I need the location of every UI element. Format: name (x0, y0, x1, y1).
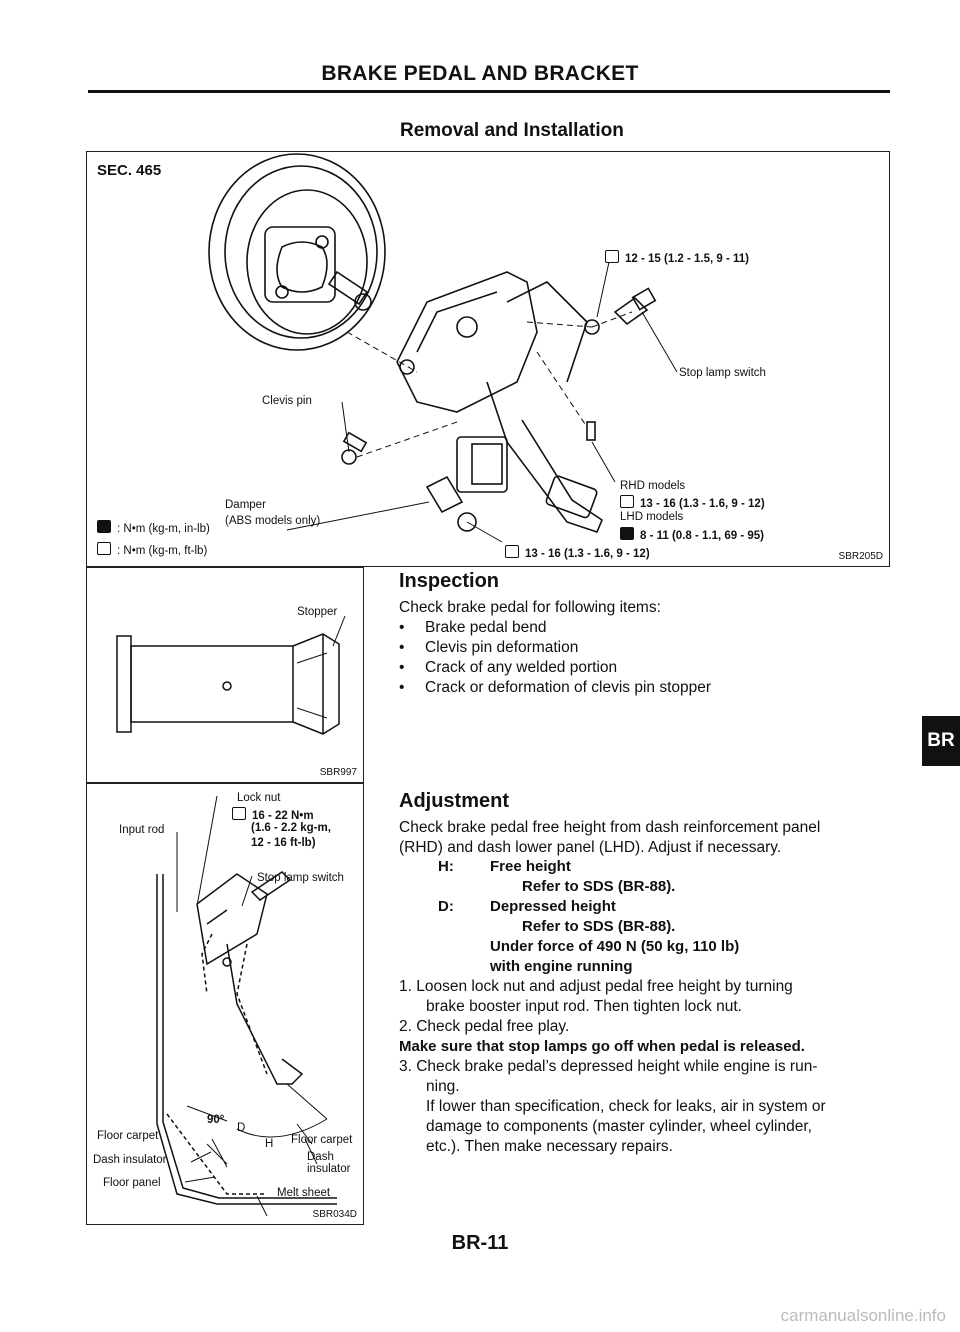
section-label: SEC. 465 (97, 162, 162, 179)
legend-ftlb: : N•m (kg-m, ft-lb) (97, 542, 207, 557)
figure-pedal-adjustment: Lock nut 16 - 22 N•m (1.6 - 2.2 kg-m, 12… (86, 783, 364, 1225)
step-3c: If lower than specification, check for l… (426, 1098, 826, 1115)
step-2: 2. Check pedal free play. (399, 1018, 570, 1035)
floor-carpet-right-label: Floor carpet (291, 1134, 353, 1146)
stop-lamp-switch-label: Stop lamp switch (257, 872, 344, 884)
legend-inlb: : N•m (kg-m, in-lb) (97, 520, 210, 535)
inspection-item: •Crack of any welded portion (399, 659, 618, 676)
inspection-item: •Crack or deformation of clevis pin stop… (399, 679, 712, 696)
torque-ftlb-icon (505, 545, 519, 558)
step-3a: 3. Check brake pedal’s depressed height … (399, 1058, 818, 1075)
step-3e: etc.). Then make necessary repairs. (426, 1138, 673, 1155)
d-engine: with engine running (490, 958, 633, 975)
inspection-item-text: Crack of any welded portion (425, 659, 618, 676)
brake-assembly-drawing (208, 153, 678, 543)
inspection-heading: Inspection (399, 570, 500, 592)
d-marker: D (237, 1122, 246, 1134)
h-ref: Refer to SDS (BR-88). (522, 878, 676, 895)
dash-right-label: Dash (307, 1151, 334, 1163)
torque-ftlb-icon (97, 542, 111, 555)
damper-note: (ABS models only) (225, 515, 321, 527)
insulator-right-label: insulator (307, 1163, 351, 1175)
lock-nut-label: Lock nut (237, 792, 281, 804)
h-key: H: (438, 858, 454, 875)
step-3b: ning. (426, 1078, 460, 1095)
inspection-item-text: Brake pedal bend (425, 619, 547, 636)
lhd-torque-value: 8 - 11 (0.8 - 1.1, 69 - 95) (640, 530, 765, 542)
section-title: Removal and Installation (400, 120, 624, 141)
d-key: D: (438, 898, 454, 915)
page-title: BRAKE PEDAL AND BRACKET (321, 62, 639, 85)
pedal-adjustment-drawing (156, 795, 337, 1217)
watermark: carmanualsonline.info (780, 1306, 946, 1325)
step-1a: 1. Loosen lock nut and adjust pedal free… (399, 978, 793, 995)
torque-inlb-icon (97, 520, 111, 533)
lhd-models-label: LHD models (620, 511, 684, 523)
inspection-item: •Clevis pin deformation (399, 639, 579, 656)
lock-nut-torque-1: 16 - 22 N•m (232, 807, 314, 822)
title-rule (88, 90, 890, 93)
lock-nut-torque-3: 12 - 16 ft-lb) (251, 837, 316, 849)
lock-nut-torque-2: (1.6 - 2.2 kg-m, (251, 822, 331, 834)
h-label: Free height (490, 858, 571, 875)
figure-code: SBR205D (838, 551, 883, 562)
step-3d: damage to components (master cylinder, w… (426, 1118, 812, 1135)
angle-label: 90° (207, 1114, 225, 1126)
side-tab: BR (922, 716, 960, 766)
lock-nut-torque-value: 16 - 22 N•m (252, 810, 314, 822)
stop-lamp-switch-label: Stop lamp switch (679, 367, 766, 379)
damper-label: Damper (225, 499, 266, 511)
torque-top-value: 12 - 15 (1.2 - 1.5, 9 - 11) (625, 253, 750, 265)
legend-ftlb-text: : N•m (kg-m, ft-lb) (117, 545, 208, 557)
dash-insulator-left-label: Dash insulator (93, 1154, 167, 1166)
torque-ftlb-icon (605, 250, 619, 263)
figure-code: SBR997 (319, 767, 357, 778)
legend-inlb-text: : N•m (kg-m, in-lb) (117, 523, 210, 535)
page-number: BR-11 (451, 1232, 509, 1254)
adjustment-intro-2: (RHD) and dash lower panel (LHD). Adjust… (399, 839, 782, 856)
melt-sheet-label: Melt sheet (277, 1187, 331, 1199)
figure-code: SBR034D (312, 1209, 357, 1220)
bottom-torque-value: 13 - 16 (1.3 - 1.6, 9 - 12) (525, 548, 650, 560)
adjustment-intro-1: Check brake pedal free height from dash … (399, 819, 821, 836)
figure-removal-installation: SEC. 465 12 - 15 (1.2 - 1.5, 9 - 11) Sto… (86, 151, 890, 567)
adjustment-heading: Adjustment (399, 790, 509, 812)
inspection-item-text: Crack or deformation of clevis pin stopp… (425, 679, 712, 696)
torque-ftlb-icon (620, 495, 634, 508)
step-1b: brake booster input rod. Then tighten lo… (426, 998, 742, 1015)
torque-inlb-icon (620, 527, 634, 540)
input-rod-label: Input rod (119, 824, 165, 836)
clevis-pin-drawing (116, 615, 346, 735)
d-force: Under force of 490 N (50 kg, 110 lb) (490, 938, 740, 955)
clevis-pin-label: Clevis pin (262, 395, 312, 407)
warning-note: Make sure that stop lamps go off when pe… (399, 1038, 805, 1055)
inspection-intro: Check brake pedal for following items: (399, 599, 661, 616)
rhd-torque-value: 13 - 16 (1.3 - 1.6, 9 - 12) (640, 498, 765, 510)
d-ref: Refer to SDS (BR-88). (522, 918, 676, 935)
inspection-item: •Brake pedal bend (399, 619, 547, 636)
d-label: Depressed height (490, 898, 616, 915)
rhd-models-label: RHD models (620, 480, 686, 492)
rhd-torque: 13 - 16 (1.3 - 1.6, 9 - 12) (620, 495, 765, 510)
torque-top: 12 - 15 (1.2 - 1.5, 9 - 11) (605, 250, 749, 265)
bottom-torque: 13 - 16 (1.3 - 1.6, 9 - 12) (505, 545, 650, 560)
h-marker: H (265, 1138, 274, 1150)
floor-panel-label: Floor panel (103, 1177, 161, 1189)
inspection-item-text: Clevis pin deformation (425, 639, 579, 656)
figure-clevis-pin: Stopper SBR997 (86, 567, 364, 783)
floor-carpet-left-label: Floor carpet (97, 1130, 159, 1142)
stopper-label: Stopper (297, 606, 338, 618)
lhd-torque: 8 - 11 (0.8 - 1.1, 69 - 95) (620, 527, 764, 542)
torque-ftlb-icon (232, 807, 246, 820)
